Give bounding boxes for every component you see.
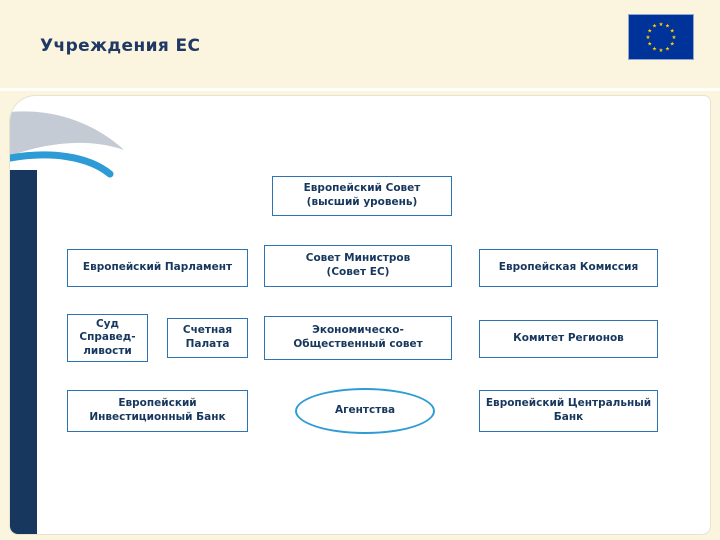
- node-label: Комитет Регионов: [513, 332, 624, 345]
- node-label: Совет Министров (Совет ЕС): [305, 252, 411, 278]
- node-commission: Европейская Комиссия: [479, 249, 658, 287]
- svg-text:★: ★: [659, 22, 664, 28]
- node-council-of-ministers: Совет Министров (Совет ЕС): [264, 245, 452, 287]
- node-parliament: Европейский Парламент: [67, 249, 248, 287]
- node-label: Европейская Комиссия: [498, 261, 639, 274]
- node-agencies: Агентства: [295, 388, 435, 434]
- node-label: Экономическо- Общественный совет: [293, 324, 423, 350]
- svg-text:★: ★: [646, 35, 651, 41]
- node-label: Счетная Палата: [182, 324, 233, 350]
- svg-text:★: ★: [672, 35, 677, 41]
- node-label: Европейский Парламент: [82, 261, 233, 274]
- left-accent-bar: [10, 170, 37, 534]
- swoosh-decoration: [10, 111, 124, 178]
- eu-flag-stars: ★★★★★★★★★★★★: [646, 22, 677, 54]
- slide-title: Учреждения ЕС: [40, 36, 201, 56]
- svg-text:★: ★: [665, 24, 670, 30]
- node-label: Агентства: [334, 404, 396, 417]
- svg-text:★: ★: [670, 29, 675, 35]
- node-investment-bank: Европейский Инвестиционный Банк: [67, 390, 248, 432]
- node-court-of-auditors: Счетная Палата: [167, 318, 248, 358]
- node-economic-social-council: Экономическо- Общественный совет: [264, 316, 452, 360]
- svg-text:★: ★: [652, 24, 657, 30]
- eu-flag-icon: ★★★★★★★★★★★★: [628, 14, 694, 60]
- node-label: Суд Справед- ливости: [79, 317, 136, 357]
- svg-text:★: ★: [665, 46, 670, 52]
- svg-text:★: ★: [652, 46, 657, 52]
- node-central-bank: Европейский Центральный Банк: [479, 390, 658, 432]
- header-divider: [0, 88, 720, 91]
- node-label: Европейский Центральный Банк: [485, 397, 652, 423]
- node-label: Европейский Совет (высший уровень): [303, 182, 421, 208]
- svg-text:★: ★: [670, 42, 675, 48]
- node-european-council: Европейский Совет (высший уровень): [272, 176, 452, 216]
- node-label: Европейский Инвестиционный Банк: [89, 397, 226, 423]
- svg-text:★: ★: [647, 29, 652, 35]
- svg-text:★: ★: [659, 48, 664, 54]
- svg-text:★: ★: [647, 42, 652, 48]
- node-committee-of-regions: Комитет Регионов: [479, 320, 658, 358]
- content-panel: Европейский Совет (высший уровень) Европ…: [10, 96, 710, 534]
- node-court-of-justice: Суд Справед- ливости: [67, 314, 148, 362]
